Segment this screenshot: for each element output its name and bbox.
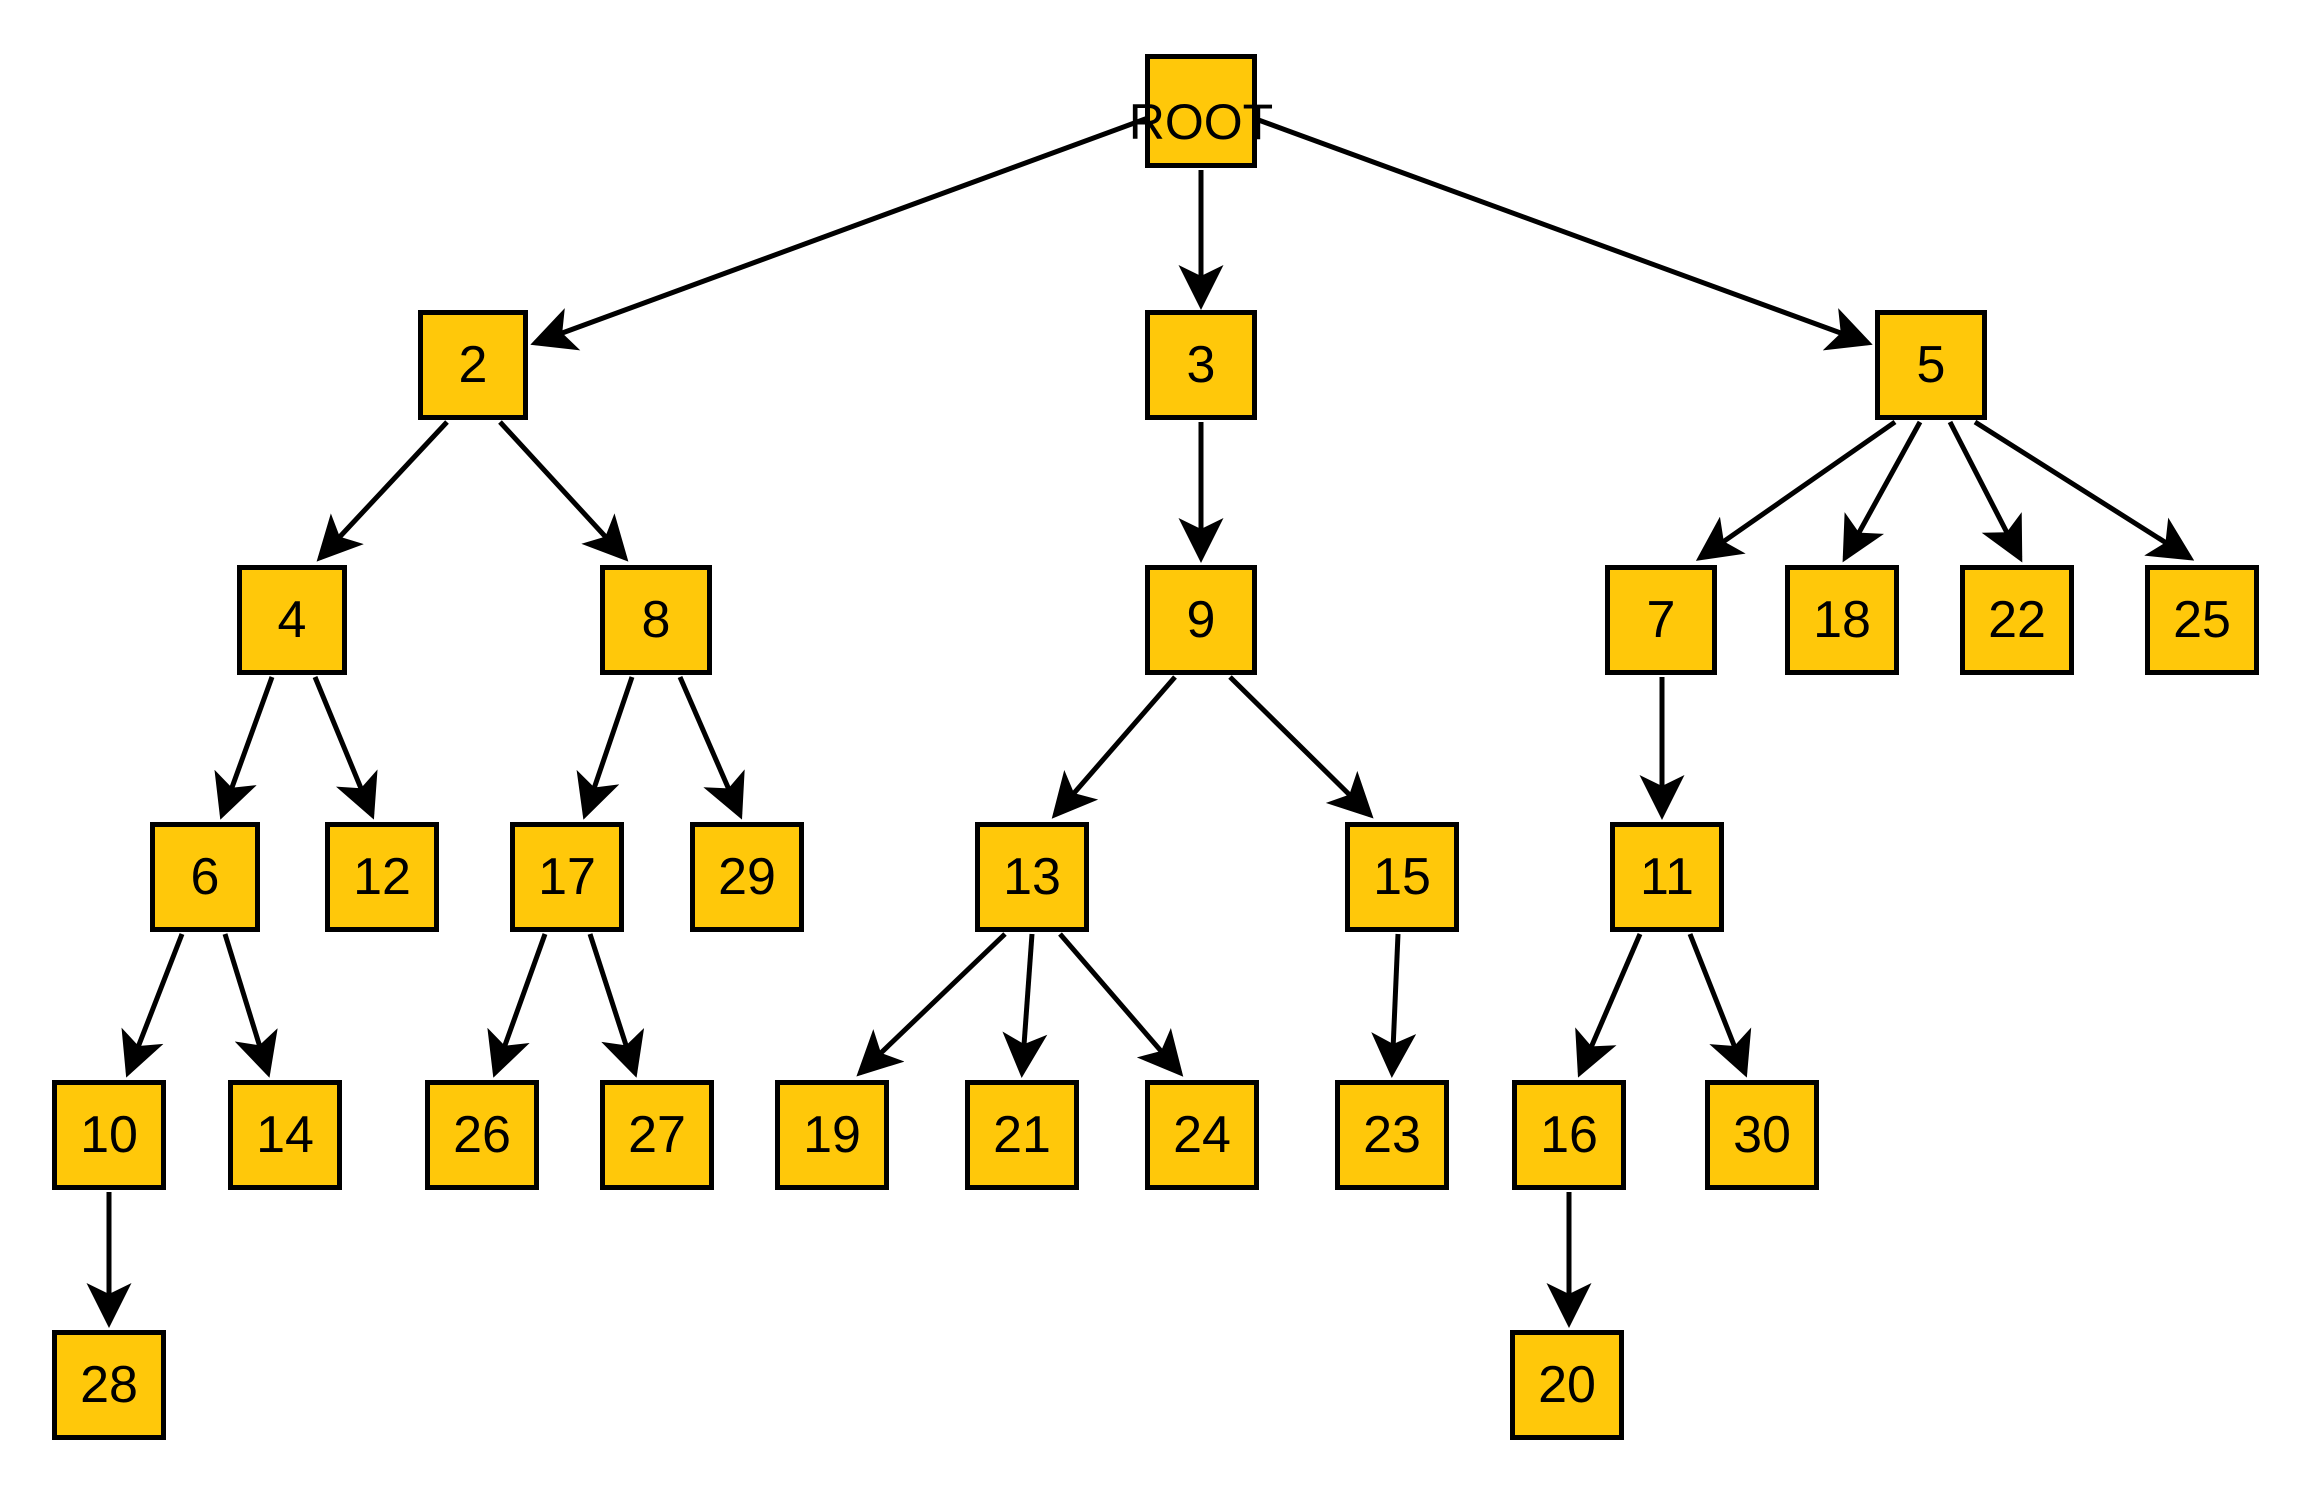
tree-node-label: 12 [353,848,411,906]
tree-edge-5-to-18 [1842,420,1923,563]
tree-node-4[interactable]: 4 [237,565,347,675]
tree-edge-17-to-26 [487,933,548,1078]
tree-node-18[interactable]: 18 [1785,565,1899,675]
tree-node-label: 30 [1733,1106,1791,1164]
tree-node-label: 8 [641,591,671,649]
tree-node-6[interactable]: 6 [150,822,260,932]
tree-node-label: 3 [1186,336,1216,394]
tree-node-14[interactable]: 14 [228,1080,342,1190]
tree-node-label: 26 [453,1106,511,1164]
tree-node-9[interactable]: 9 [1145,565,1257,675]
tree-node-17[interactable]: 17 [510,822,624,932]
tree-node-label: 2 [458,336,488,394]
tree-edge-2-to-8 [498,420,629,562]
tree-edge-17-to-29x [587,933,645,1078]
tree-node-ROOT[interactable]: ROOT [1129,54,1273,168]
tree-edge-ROOT-to-5 [1252,115,1873,351]
tree-edge-9-to-13 [1051,675,1177,819]
tree-node-label: 5 [1916,336,1946,394]
tree-node-5[interactable]: 5 [1875,310,1987,420]
tree-edge-15-to-23 [1371,933,1417,1078]
tree-edge-6-to-10 [121,933,185,1078]
tree-node-29[interactable]: 29 [690,822,804,932]
tree-node-label: 25 [2173,591,2231,649]
tree-node-label: 24 [1173,1106,1231,1164]
tree-edge-8-to-29 [677,676,745,820]
tree-node-21[interactable]: 21 [965,1080,1079,1190]
tree-node-label: 15 [1373,848,1431,906]
tree-node-20[interactable]: 20 [1510,1330,1624,1440]
tree-edge-4-to-12 [312,676,378,820]
tree-node-label: 9 [1186,591,1216,649]
tree-node-label: 22 [1988,591,2046,649]
tree-node-16[interactable]: 16 [1512,1080,1626,1190]
tree-node-label: 20 [1538,1356,1596,1414]
tree-edge-13-to-24 [1058,932,1184,1077]
tree-node-15[interactable]: 15 [1345,822,1459,932]
tree-node-label: 18 [1813,591,1871,649]
tree-node-label: 27 [628,1106,686,1164]
tree-edge-ROOT-to-2 [530,115,1149,351]
tree-edge-8-to-17 [576,676,635,820]
tree-node-label: 23 [1363,1106,1421,1164]
tree-node-label: ROOT [1128,94,1274,150]
tree-edge-5-to-7 [1695,419,1897,561]
tree-node-27[interactable]: 27 [600,1080,714,1190]
tree-node-label: 7 [1646,591,1676,649]
tree-node-label: 17 [538,848,596,906]
tree-edge-4-to-6 [214,676,275,820]
tree-node-label: 6 [190,848,220,906]
tree-node-11[interactable]: 11 [1610,822,1724,932]
tree-node-30[interactable]: 30 [1705,1080,1819,1190]
tree-node-label: 29 [718,848,776,906]
tree-edge-5-to-22 [1947,420,2023,563]
tree-node-19[interactable]: 19 [775,1080,889,1190]
tree-node-13[interactable]: 13 [975,822,1089,932]
tree-edge-11-to-30 [1687,933,1752,1078]
tree-edge-11-to-16 [1575,933,1643,1078]
tree-node-26[interactable]: 26 [425,1080,539,1190]
tree-node-label: 14 [256,1106,314,1164]
tree-edge-5-to-25 [1973,419,2195,561]
tree-node-label: 13 [1003,848,1061,906]
tree-node-label: 19 [803,1106,861,1164]
tree-edge-9-to-15 [1228,675,1374,819]
tree-node-24[interactable]: 24 [1145,1080,1259,1190]
tree-node-label: 10 [80,1106,138,1164]
tree-node-2[interactable]: 2 [418,310,528,420]
tree-edge-13-to-19 [856,932,1007,1077]
tree-node-label: 21 [993,1106,1051,1164]
tree-node-22[interactable]: 22 [1960,565,2074,675]
tree-node-12[interactable]: 12 [325,822,439,932]
tree-node-label: 28 [80,1356,138,1414]
tree-node-28[interactable]: 28 [52,1330,166,1440]
tree-node-23[interactable]: 23 [1335,1080,1449,1190]
tree-node-8[interactable]: 8 [600,565,712,675]
tree-node-label: 4 [277,591,307,649]
tree-node-10[interactable]: 10 [52,1080,166,1190]
tree-node-7[interactable]: 7 [1605,565,1717,675]
tree-node-label: 16 [1540,1106,1598,1164]
tree-node-25[interactable]: 25 [2145,565,2259,675]
tree-node-label: 11 [1640,848,1694,906]
tree-edge-2-to-4 [316,420,449,562]
tree-edge-13-to-21 [1002,933,1048,1078]
tree-node-3[interactable]: 3 [1145,310,1257,420]
tree-edge-6-to-14 [222,933,278,1078]
